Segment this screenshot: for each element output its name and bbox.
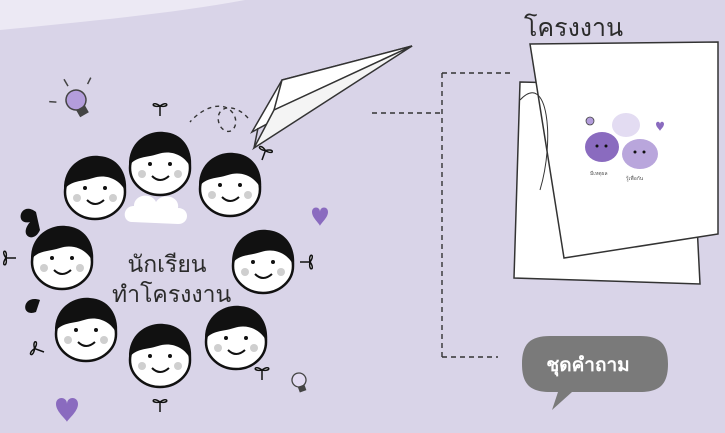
document-stack <box>513 41 719 285</box>
student-face <box>53 296 119 363</box>
lightbulb-icon <box>49 77 92 118</box>
lightbulb-icon <box>291 372 307 393</box>
center-label-line2: ทำโครงงาน <box>112 282 232 308</box>
student-face <box>197 151 263 218</box>
pigtail <box>20 208 40 238</box>
student-face <box>127 130 193 197</box>
student-face <box>62 154 128 221</box>
students-ring <box>2 102 314 413</box>
question-bubble-shape[interactable] <box>522 336 668 410</box>
paper-plane-icon <box>250 45 413 151</box>
heart-icon <box>312 207 328 226</box>
sprout-icon <box>2 250 17 266</box>
sprout-icon <box>152 398 168 413</box>
document-caption-left: มีเหตุผล <box>590 171 608 177</box>
sprout-icon <box>29 340 48 360</box>
sprout-icon <box>152 102 168 117</box>
document-title: โครงงาน <box>524 13 624 42</box>
sprout-icon <box>254 366 270 381</box>
heart-icon <box>56 398 78 422</box>
heart-icon <box>656 121 664 131</box>
flight-trail <box>189 105 249 133</box>
top-band <box>0 0 245 30</box>
dashed-connector <box>372 72 514 358</box>
sprout-icon <box>254 145 274 164</box>
center-label-line1: นักเรียน <box>127 252 207 278</box>
student-face <box>127 322 193 389</box>
sprout-icon <box>299 254 314 270</box>
student-face <box>29 224 95 291</box>
question-bubble-label[interactable]: ชุดคำถาม <box>546 354 630 376</box>
cloud-icon <box>124 195 187 224</box>
document-caption-right: รู้เพื่อกัน <box>626 176 644 182</box>
pigtail <box>25 299 40 313</box>
center-label: นักเรียน ทำโครงงาน <box>112 250 232 310</box>
document-illustration <box>585 113 664 169</box>
student-face <box>230 228 296 295</box>
student-face <box>203 304 269 371</box>
lightbulb-icon <box>585 116 595 126</box>
